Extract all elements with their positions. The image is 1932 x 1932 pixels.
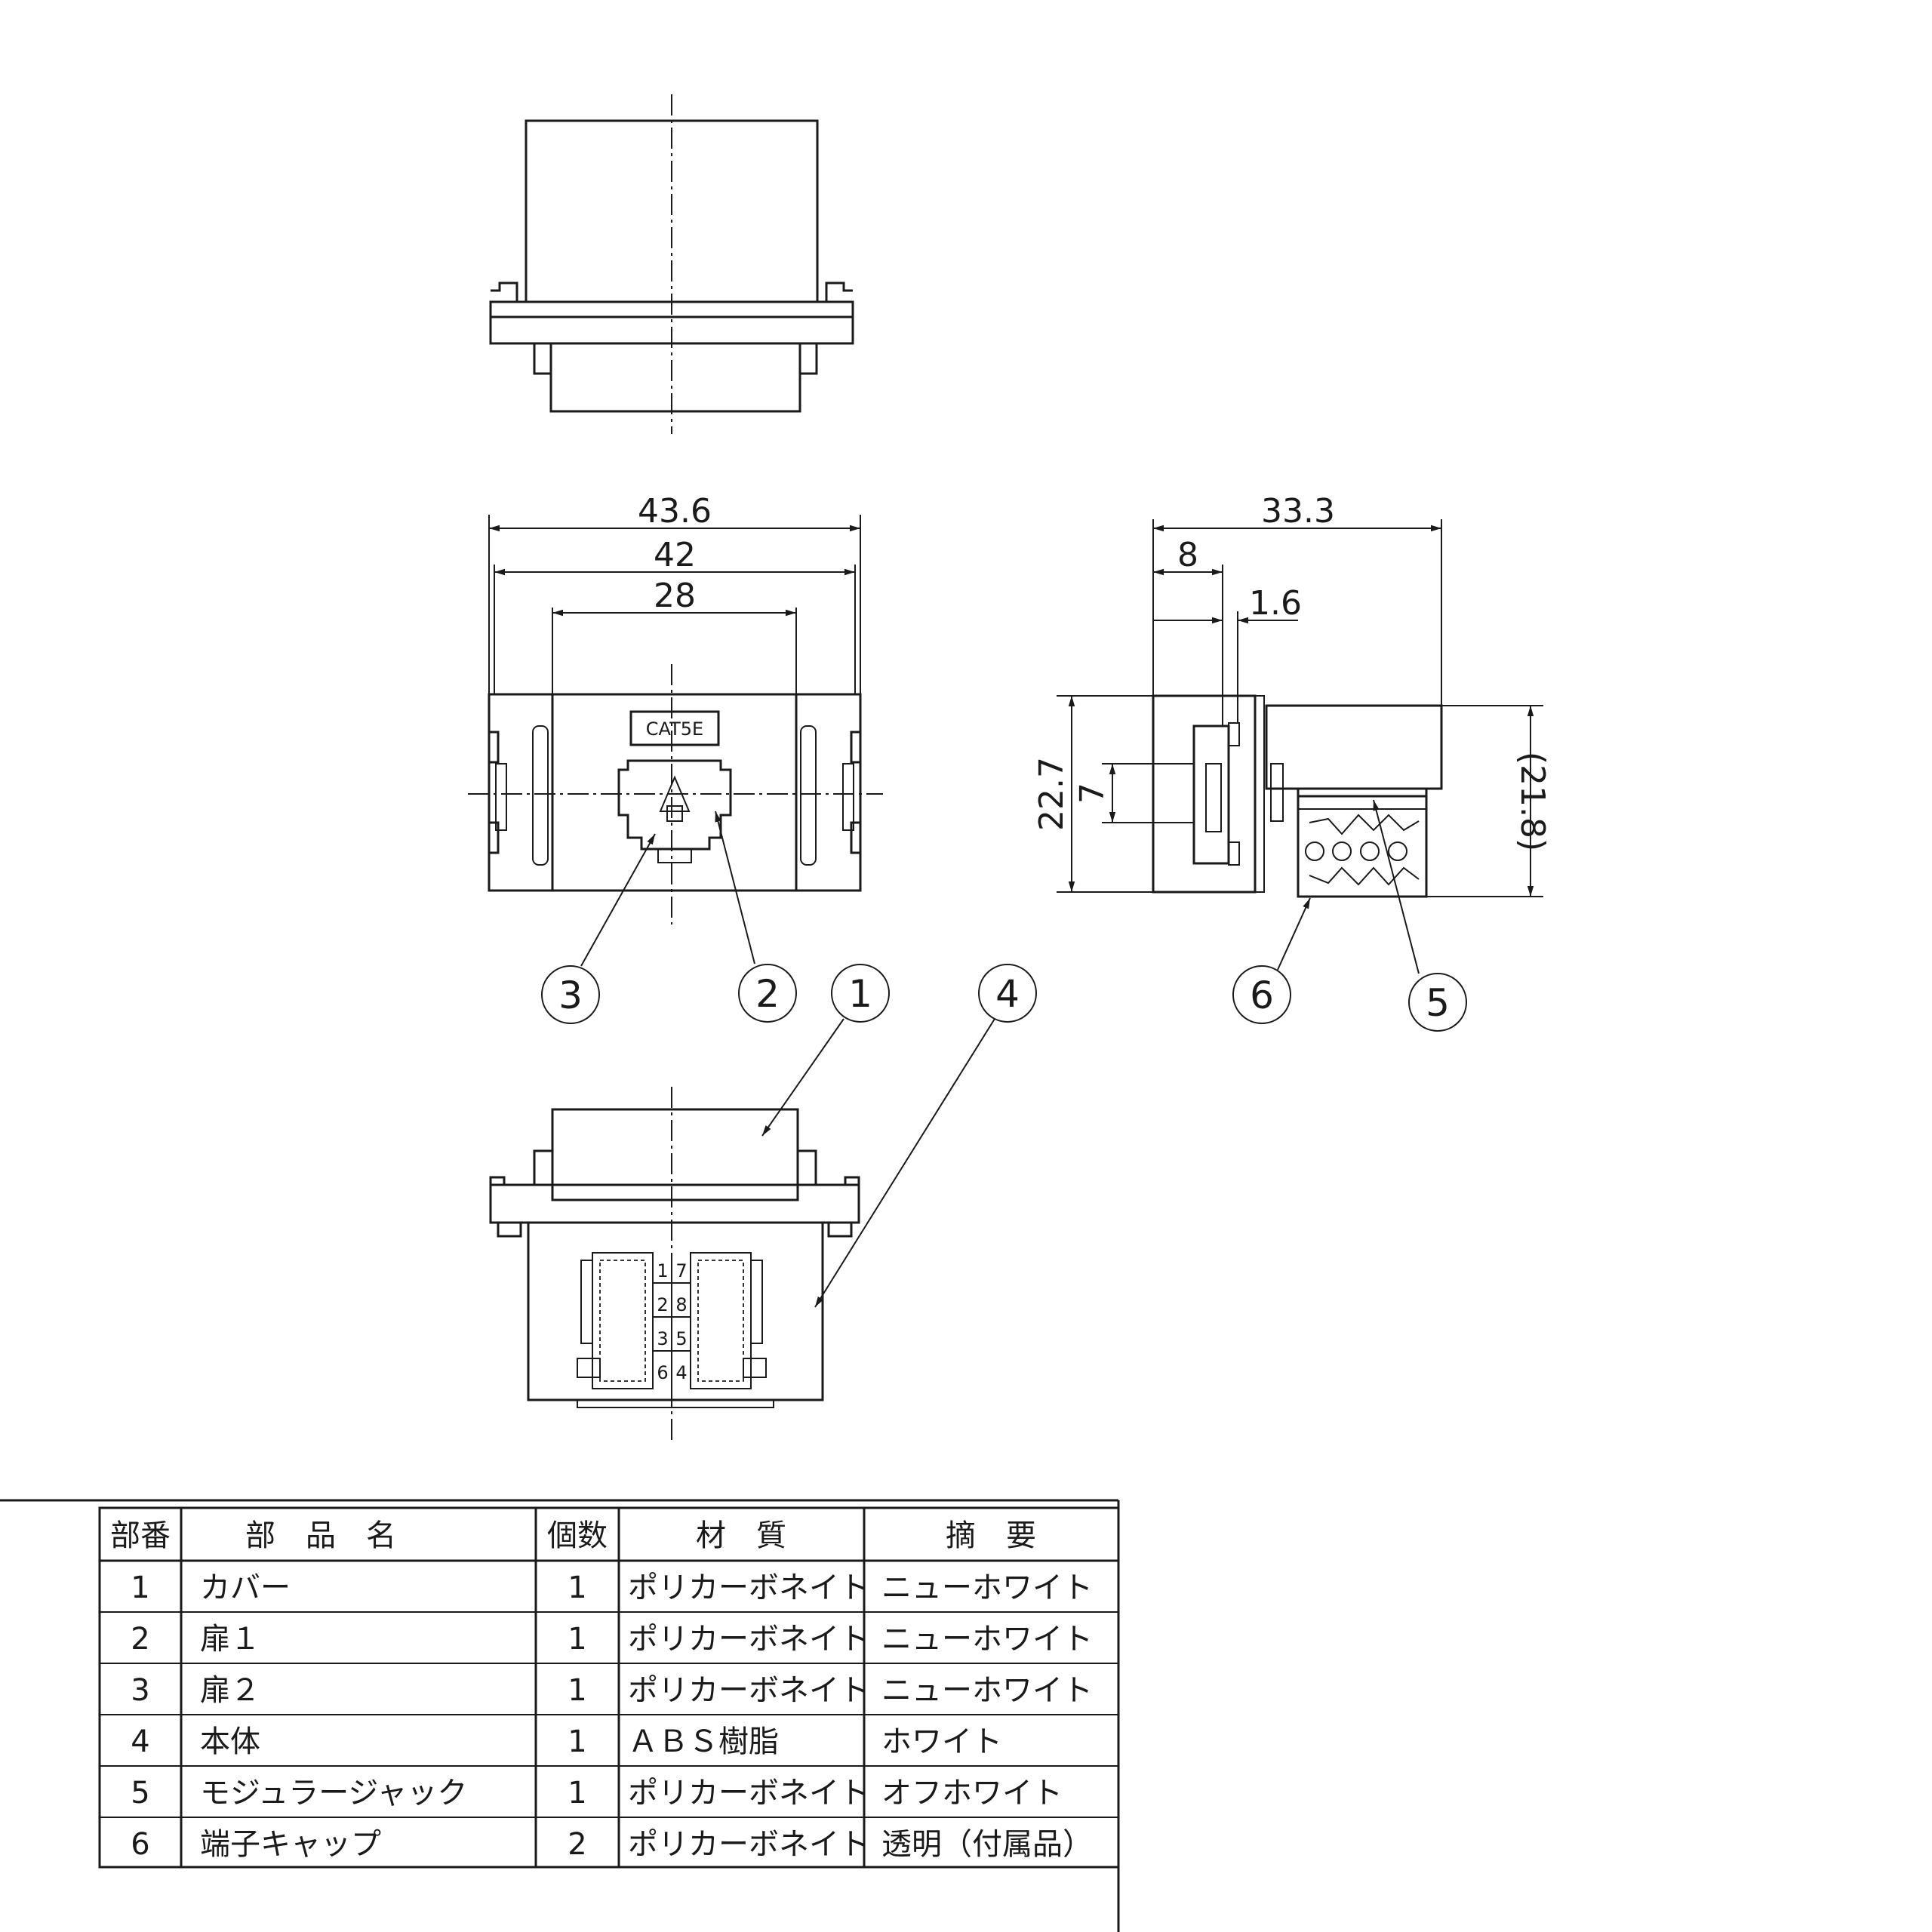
table-cell: オフホワイト: [881, 1776, 1063, 1810]
terminal-number: 5: [675, 1328, 687, 1349]
table-row: 1 カバー 1 ポリカーボネイト ニューホワイト: [131, 1571, 1093, 1605]
table-cell: 5: [131, 1776, 149, 1810]
table-cell: ポリカーボネイト: [628, 1776, 869, 1810]
dim-opening-width: 28: [654, 577, 696, 615]
dim-jack-offset: 7: [1073, 783, 1112, 804]
table-row: 3 扉２ 1 ポリカーボネイト ニューホワイト: [131, 1673, 1093, 1708]
table-row: 6 端子キャップ 2 ポリカーボネイト 透明（付属品）: [131, 1827, 1093, 1862]
table-header: 個数: [547, 1518, 608, 1553]
table-cell: 透明（付属品）: [881, 1827, 1093, 1862]
side-view: [1152, 694, 1443, 898]
dim-overall-width: 43.6: [638, 492, 712, 531]
dim-plate-thickness: 1.6: [1249, 584, 1302, 623]
table-header: 摘 要: [946, 1518, 1036, 1553]
table-cell: ポリカーボネイト: [628, 1571, 869, 1605]
table-cell: ＡＢＳ樹脂: [628, 1724, 779, 1759]
balloon-5: 5: [1426, 981, 1450, 1025]
table-cell: 2: [568, 1827, 586, 1862]
back-view: 1 2 3 6 7 8 5 4: [489, 1087, 860, 1441]
table-cell: ポリカーボネイト: [628, 1673, 869, 1708]
dim-plate-width: 42: [654, 536, 696, 574]
table-cell: 端子キャップ: [200, 1827, 381, 1862]
side-dimensions: 33.3 8 1.6 22.7 7 (21.8): [1032, 492, 1552, 897]
balloon-4: 4: [995, 972, 1020, 1016]
table-row: 5 モジュラージャック 1 ポリカーボネイト オフホワイト: [131, 1776, 1063, 1810]
table-cell: 1: [568, 1571, 586, 1605]
dim-height: 22.7: [1032, 757, 1071, 831]
table-cell: ニューホワイト: [881, 1673, 1093, 1708]
terminal-number: 7: [675, 1260, 687, 1281]
table-cell: ホワイト: [881, 1724, 1002, 1759]
front-view: CAT5E: [468, 664, 883, 924]
table-cell: ポリカーボネイト: [628, 1622, 869, 1657]
dim-front-depth: 8: [1177, 536, 1198, 574]
table-cell: 1: [131, 1571, 149, 1605]
terminal-number: 8: [675, 1294, 687, 1315]
table-cell: 4: [131, 1724, 149, 1759]
parts-table: 部番 部 品 名 個数 材 質 摘 要 1 カバー 1 ポリカーボネイト ニュー…: [0, 1499, 1120, 1932]
table-cell: ニューホワイト: [881, 1571, 1093, 1605]
table-cell: 3: [131, 1673, 149, 1708]
balloons: 3 2 1 4 6 5: [541, 799, 1467, 1308]
table-cell: モジュラージャック: [200, 1776, 467, 1810]
table-cell: 2: [131, 1622, 149, 1657]
table-cell: カバー: [200, 1571, 291, 1605]
top-view: [489, 94, 854, 434]
table-row: 2 扉１ 1 ポリカーボネイト ニューホワイト: [131, 1622, 1093, 1657]
table-cell: 1: [568, 1724, 586, 1759]
table-header: 部 品 名: [245, 1518, 396, 1553]
table-cell: ポリカーボネイト: [628, 1827, 869, 1862]
table-header: 部番: [110, 1518, 171, 1553]
terminal-number: 4: [675, 1362, 687, 1383]
terminal-number: 3: [657, 1328, 668, 1349]
dim-jack-height: (21.8): [1513, 752, 1552, 851]
table-cell: 1: [568, 1673, 586, 1708]
balloon-1: 1: [848, 972, 872, 1016]
table-header: 材 質: [696, 1518, 786, 1553]
balloon-3: 3: [558, 974, 583, 1017]
table-cell: 本体: [200, 1724, 260, 1759]
table-cell: 1: [568, 1622, 586, 1657]
terminal-number: 6: [657, 1362, 668, 1383]
table-cell: 扉１: [200, 1622, 260, 1657]
front-dimensions: 43.6 42 28: [488, 492, 861, 706]
cat5e-label: CAT5E: [646, 718, 703, 740]
table-cell: ニューホワイト: [881, 1622, 1093, 1657]
table-cell: 6: [131, 1827, 149, 1862]
balloon-6: 6: [1250, 974, 1274, 1017]
terminal-number: 1: [657, 1260, 668, 1281]
dim-depth: 33.3: [1261, 492, 1335, 531]
table-cell: 扉２: [200, 1673, 260, 1708]
table-cell: 1: [568, 1776, 586, 1810]
table-row: 4 本体 1 ＡＢＳ樹脂 ホワイト: [131, 1724, 1002, 1759]
terminal-number: 2: [657, 1294, 668, 1315]
balloon-2: 2: [755, 972, 780, 1016]
